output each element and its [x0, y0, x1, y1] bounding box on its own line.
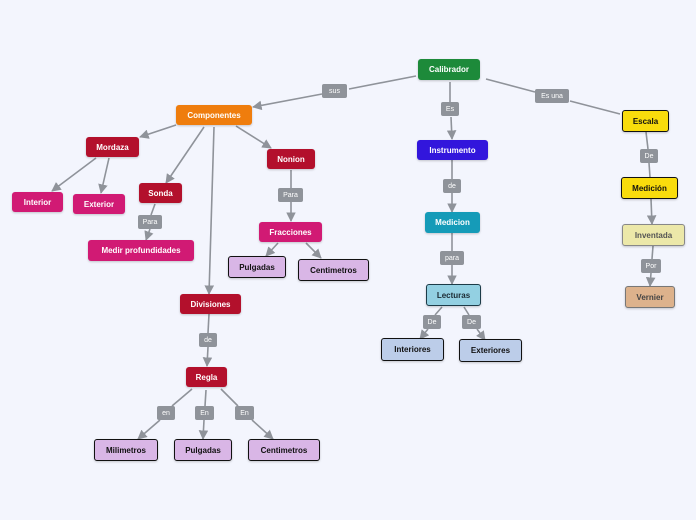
edge-escala-de — [645, 131, 649, 150]
edge-regla-en-pulgadas — [204, 389, 207, 407]
edge-en-milimetros — [137, 419, 161, 440]
node-centimetros-regla[interactable]: Centimetros — [248, 439, 320, 461]
connector-label-sus: sus — [322, 84, 347, 98]
edge-calibrador-sus — [348, 75, 417, 90]
node-sonda[interactable]: Sonda — [139, 183, 182, 203]
edge-sus-componentes — [252, 93, 323, 111]
edge-divisiones-de — [207, 313, 210, 334]
edge-por-vernier — [645, 272, 656, 287]
edge-calibrador-esuna — [485, 78, 536, 93]
edge-es-instrumento — [446, 116, 457, 140]
connector-label-de-divisiones: de — [199, 333, 217, 347]
edge-para-medir — [144, 228, 154, 241]
node-divisiones[interactable]: Divisiones — [180, 294, 241, 314]
node-escala[interactable]: Escala — [622, 110, 669, 132]
edge-mordaza-exterior — [98, 157, 110, 194]
node-componentes[interactable]: Componentes — [176, 105, 252, 125]
node-interiores[interactable]: Interiores — [381, 338, 444, 361]
node-instrumento[interactable]: Instrumento — [417, 140, 488, 160]
node-medicion-escala[interactable]: Medición — [621, 177, 678, 199]
edge-lecturas-de-interiores — [434, 306, 443, 316]
node-fracciones[interactable]: Fracciones — [259, 222, 322, 242]
edge-de-medicion-escala — [648, 162, 651, 178]
node-regla[interactable]: Regla — [186, 367, 227, 387]
connector-label-para-medicion: para — [440, 251, 464, 265]
edge-regla-en-milimetros — [171, 388, 193, 407]
node-mordaza[interactable]: Mordaza — [86, 137, 139, 157]
edge-medicion-inventada — [646, 198, 657, 225]
edge-inventada-por — [651, 245, 654, 260]
connector-label-por-inventada: Por — [641, 259, 661, 273]
node-exteriores[interactable]: Exteriores — [459, 339, 522, 362]
edge-en-pulgadas — [198, 419, 209, 440]
edge-esuna-escala — [569, 100, 621, 115]
connector-label-en-milimetros: en — [157, 406, 175, 420]
edge-de-interiores — [419, 328, 430, 340]
node-pulgadas-regla[interactable]: Pulgadas — [174, 439, 232, 461]
connector-label-es: Es — [441, 102, 459, 116]
edge-componentes-divisiones — [204, 126, 215, 295]
node-lecturas[interactable]: Lecturas — [426, 284, 481, 306]
connector-label-de-interiores: De — [423, 315, 441, 329]
node-vernier[interactable]: Vernier — [625, 286, 675, 308]
edge-componentes-mordaza — [139, 124, 177, 139]
edge-lecturas-de-exteriores — [463, 306, 470, 316]
edge-fracciones-pulgadas — [265, 242, 279, 257]
node-exterior[interactable]: Exterior — [73, 194, 125, 214]
connector-label-de-instrumento: de — [443, 179, 461, 193]
node-medicion-instrumento[interactable]: Medicion — [425, 212, 480, 233]
node-interior[interactable]: Interior — [12, 192, 63, 212]
edge-de-exteriores — [476, 328, 486, 341]
node-milimetros[interactable]: Milimetros — [94, 439, 158, 461]
edge-sonda-para — [150, 203, 156, 216]
connector-label-en-centimetros: En — [235, 406, 254, 420]
edge-fracciones-centimetros — [305, 242, 322, 259]
connector-label-para-nonion: Para — [278, 188, 303, 202]
connector-label-de-exteriores: De — [462, 315, 481, 329]
node-nonion[interactable]: Nonion — [267, 149, 315, 169]
connector-label-es-una: Es una — [535, 89, 569, 103]
edge-en-centimetros — [251, 419, 274, 440]
edge-componentes-sonda — [165, 126, 205, 184]
connector-label-en-pulgadas: En — [195, 406, 214, 420]
connector-label-para-sonda: Para — [138, 215, 162, 229]
edge-de-regla — [202, 346, 213, 367]
node-medir-profundidades[interactable]: Medir profundidades — [88, 240, 194, 261]
edge-mordaza-interior — [51, 157, 97, 192]
node-centimetros-fracciones[interactable]: Centimetros — [298, 259, 369, 281]
edge-componentes-nonion — [235, 125, 272, 149]
node-calibrador[interactable]: Calibrador — [418, 59, 480, 80]
connector-label-de-escala: De — [640, 149, 658, 163]
node-pulgadas-fracciones[interactable]: Pulgadas — [228, 256, 286, 278]
edge-regla-en-centimetros — [220, 388, 239, 407]
node-inventada[interactable]: Inventada — [622, 224, 685, 246]
